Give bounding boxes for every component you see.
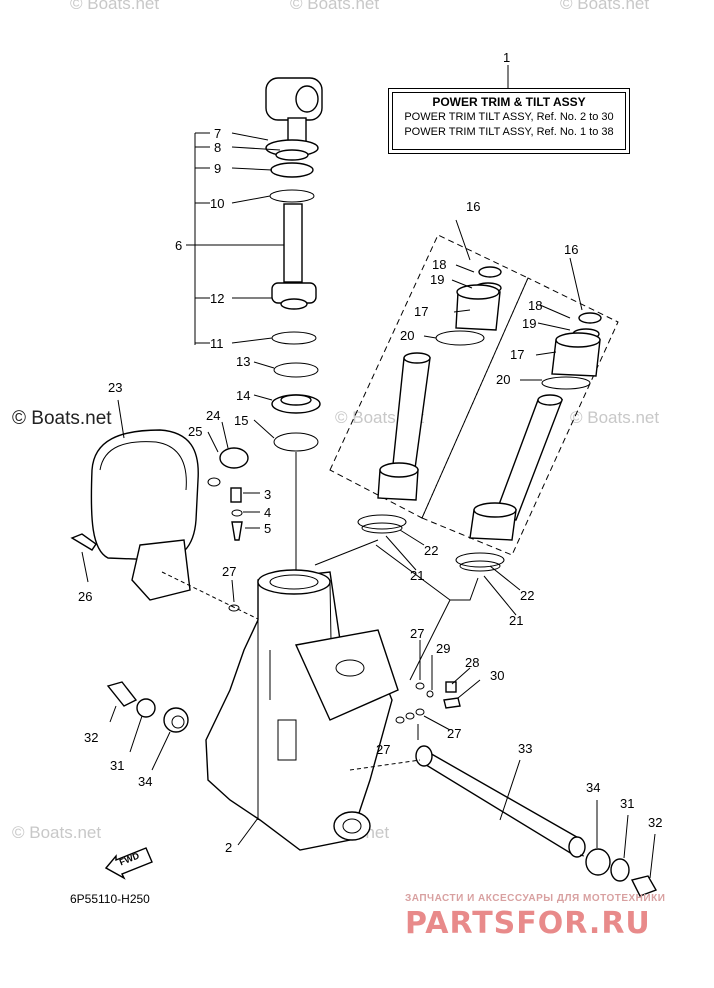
callout-34-left: 34 [138, 774, 153, 789]
assembly-title-inner: POWER TRIM & TILT ASSY POWER TRIM TILT A… [392, 92, 626, 150]
callout-7: 7 [214, 126, 222, 141]
callout-11: 11 [210, 336, 224, 351]
assembly-note-2: POWER TRIM TILT ASSY, Ref. No. 1 to 38 [404, 126, 614, 138]
callout-17-left: 17 [414, 304, 429, 319]
callout-27-d: 27 [447, 726, 462, 741]
shop-caption: ЗАПЧАСТИ И АКСЕССУАРЫ ДЛЯ МОТОТЕХНИКИ [405, 893, 666, 904]
callout-1: 1 [503, 50, 511, 65]
callout-32-left: 32 [84, 730, 99, 745]
callout-27-b: 27 [410, 626, 425, 641]
callout-16-left: 16 [466, 199, 481, 214]
callout-18-right: 18 [528, 298, 543, 313]
callout-14: 14 [236, 388, 251, 403]
callout-22-left: 22 [424, 543, 439, 558]
watermark-left: © Boats.net [12, 408, 112, 429]
callout-8: 8 [214, 140, 222, 155]
trim-cylinder-right [469, 312, 602, 541]
callout-21-left: 21 [410, 568, 425, 583]
callout-28: 28 [465, 655, 480, 670]
callout-2: 2 [225, 840, 233, 855]
callout-3: 3 [264, 487, 272, 502]
callout-19-right: 19 [522, 316, 537, 331]
callout-13: 13 [236, 354, 251, 369]
callout-33: 33 [518, 741, 533, 756]
fwd-arrow [104, 847, 153, 880]
bushing-24 [219, 447, 249, 469]
callout-15: 15 [234, 413, 249, 428]
callout-22-right: 22 [520, 588, 535, 603]
callout-29: 29 [436, 641, 451, 656]
callout-31-right: 31 [620, 796, 635, 811]
assembly-note-1: POWER TRIM TILT ASSY, Ref. No. 2 to 30 [404, 111, 614, 123]
callout-32-right: 32 [648, 815, 663, 830]
callout-25: 25 [188, 424, 203, 439]
callout-24: 24 [206, 408, 221, 423]
callout-26: 26 [78, 589, 93, 604]
shop-logo: PARTSFOR.RU [405, 906, 651, 941]
housing-2 [205, 569, 399, 851]
callout-12: 12 [210, 291, 225, 306]
callout-18-left: 18 [432, 257, 447, 272]
callout-20-left: 20 [400, 328, 415, 343]
callout-21-right: 21 [509, 613, 524, 628]
callout-4: 4 [264, 505, 272, 520]
callout-16-right: 16 [564, 242, 579, 257]
callout-23: 23 [108, 380, 123, 395]
callout-31-left: 31 [110, 758, 125, 773]
trim-cylinder-left [377, 266, 502, 501]
callout-20-right: 20 [496, 372, 511, 387]
callout-17-right: 17 [510, 347, 525, 362]
callout-6: 6 [175, 238, 183, 253]
callout-34-right: 34 [586, 780, 601, 795]
callout-5: 5 [264, 521, 272, 536]
callout-9: 9 [214, 161, 222, 176]
callout-30: 30 [490, 668, 505, 683]
callout-27-a: 27 [222, 564, 237, 579]
tilt-cylinder-rod-assembly [265, 77, 323, 452]
watermark-mid-right: © Boats.net [570, 408, 660, 427]
diagram-code: 6P55110-H250 [70, 892, 150, 906]
callout-27-c: 27 [376, 742, 391, 757]
assembly-title-box: POWER TRIM & TILT ASSY POWER TRIM TILT A… [388, 88, 630, 154]
callout-10: 10 [210, 196, 225, 211]
watermark-top-right: © Boats.net [560, 0, 650, 13]
watermark-top-left: © Boats.net [70, 0, 160, 13]
cover-23 [90, 429, 199, 601]
watermark-top-center: © Boats.net [290, 0, 380, 13]
assembly-title: POWER TRIM & TILT ASSY [432, 95, 586, 109]
watermark-bottom-left: © Boats.net [12, 823, 102, 842]
callout-19-left: 19 [430, 272, 445, 287]
